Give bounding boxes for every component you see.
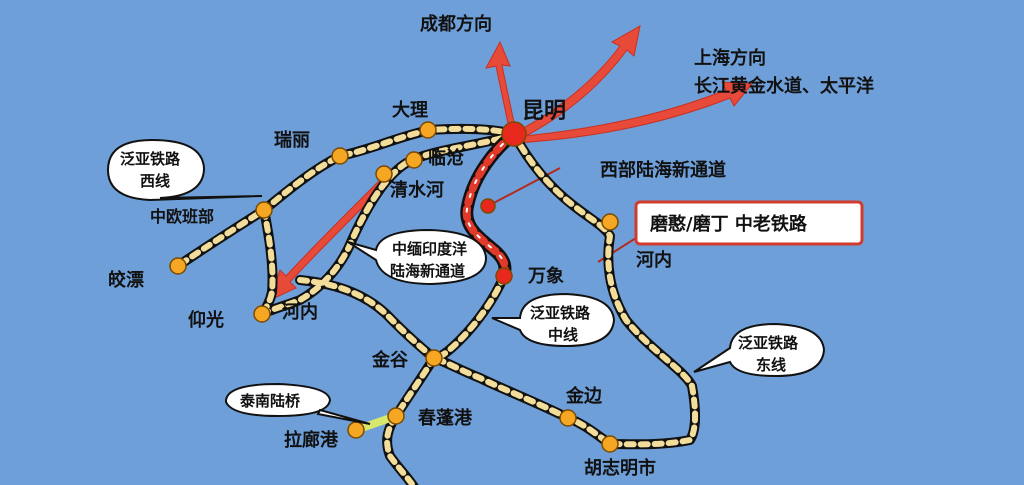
callout-myanmar-india: 中缅印度洋 陆海新通道 bbox=[347, 228, 488, 286]
label-dali: 大理 bbox=[392, 99, 428, 121]
china-laos-box: 磨憨/磨丁 中老铁路 bbox=[634, 200, 864, 246]
station-jinbian[interactable] bbox=[559, 409, 577, 427]
callout-west-line-2: 西线 bbox=[140, 172, 170, 190]
callout-east-line-1: 泛亚铁路 bbox=[738, 334, 799, 352]
label-shanghai-direction: 上海方向 bbox=[694, 47, 766, 69]
station-hanoi-east[interactable] bbox=[601, 213, 619, 231]
label-ruili: 瑞丽 bbox=[274, 130, 310, 151]
label-wanxiang: 万象 bbox=[527, 265, 564, 287]
callout-mid-line: 泛亚铁路 中线 bbox=[491, 292, 616, 348]
label-western-corridor: 西部陆海新通道 bbox=[600, 159, 726, 181]
callout-west-line-1: 泛亚铁路 bbox=[120, 150, 181, 168]
label-chunpeng: 春蓬港 bbox=[418, 407, 473, 429]
callout-east-line-2: 东线 bbox=[756, 356, 786, 374]
label-hanoi-east: 河内 bbox=[636, 249, 672, 271]
station-jingu[interactable] bbox=[425, 349, 443, 367]
label-hcmc: 胡志明市 bbox=[584, 457, 656, 479]
callout-thai-bridge: 泰南陆桥 bbox=[225, 382, 371, 425]
station-kunming[interactable] bbox=[501, 121, 527, 147]
china-laos-label: 磨憨/磨丁 中老铁路 bbox=[650, 213, 808, 235]
label-yangtze-direction: 长江黄金水道、太平洋 bbox=[694, 75, 874, 97]
arrow-yangtze bbox=[513, 81, 754, 144]
station-qingshuihe[interactable] bbox=[375, 165, 393, 183]
station-chunpeng[interactable] bbox=[387, 407, 405, 425]
label-laliang: 拉廊港 bbox=[284, 429, 339, 451]
station-zhongou[interactable] bbox=[255, 201, 273, 219]
callout-west-line: 泛亚铁路 西线 bbox=[106, 138, 263, 202]
station-yangguang[interactable] bbox=[253, 305, 271, 323]
label-lincang: 临沧 bbox=[428, 147, 464, 169]
stations bbox=[169, 121, 619, 453]
callout-east-line: 泛亚铁路 东线 bbox=[693, 322, 826, 378]
label-jinbian: 金边 bbox=[565, 385, 603, 407]
arrow-chengdu bbox=[485, 40, 517, 133]
callout-myanmar-india-1: 中缅印度洋 bbox=[392, 240, 467, 258]
callout-thai-bridge-text: 泰南陆桥 bbox=[239, 392, 301, 410]
callout-mid-line-2: 中线 bbox=[548, 326, 578, 344]
station-hcmc[interactable] bbox=[601, 435, 619, 453]
label-hanoi-west: 河内 bbox=[282, 301, 318, 323]
callout-myanmar-india-2: 陆海新通道 bbox=[390, 262, 465, 280]
direction-arrows bbox=[269, 25, 754, 301]
label-chengdu-direction: 成都方向 bbox=[420, 13, 492, 35]
station-jiaopiao[interactable] bbox=[169, 257, 187, 275]
callout-mid-line-1: 泛亚铁路 bbox=[530, 304, 591, 322]
station-dali[interactable] bbox=[419, 121, 437, 139]
label-qingshuihe: 清水河 bbox=[390, 179, 444, 201]
station-china-laos-mid[interactable] bbox=[480, 198, 496, 214]
label-yangguang: 仰光 bbox=[188, 309, 224, 331]
label-zhongou: 中欧班部 bbox=[150, 207, 214, 226]
arrow-qingshuihe bbox=[269, 171, 393, 301]
label-kunming: 昆明 bbox=[522, 99, 566, 124]
label-jiaopiao: 皎漂 bbox=[108, 269, 144, 291]
station-wanxiang[interactable] bbox=[495, 267, 513, 285]
station-laliang[interactable] bbox=[347, 421, 365, 439]
direction-labels: 成都方向 上海方向 长江黄金水道、太平洋 bbox=[420, 13, 874, 97]
station-lincang[interactable] bbox=[405, 151, 423, 169]
label-jingu: 金谷 bbox=[371, 349, 409, 371]
station-labels: 昆明 大理 瑞丽 临沧 清水河 中欧班部 皎漂 仰光 河内 万象 河内 金谷 春… bbox=[108, 99, 726, 479]
station-ruili[interactable] bbox=[331, 147, 349, 165]
